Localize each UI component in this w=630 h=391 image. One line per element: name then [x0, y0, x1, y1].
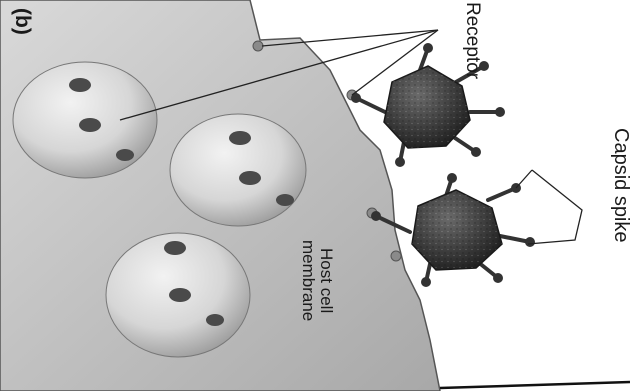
cell-bulge-top-left [13, 62, 157, 178]
host-cell-membrane-label: Host cell membrane [299, 240, 335, 321]
receptor-label: Receptor [462, 2, 482, 79]
host-cell-membrane-label-line1: Host cell [317, 240, 335, 321]
capsid-spike-leader-lines [516, 170, 582, 244]
panel-label: (b) [11, 8, 33, 35]
cell-bulge-bottom [106, 233, 250, 357]
capsid-spike-label: Capsid spike [610, 128, 630, 243]
cell-bulge-center [170, 114, 306, 226]
host-cell-membrane-label-line2: membrane [299, 240, 317, 321]
figure-bottom-rule [440, 382, 630, 388]
